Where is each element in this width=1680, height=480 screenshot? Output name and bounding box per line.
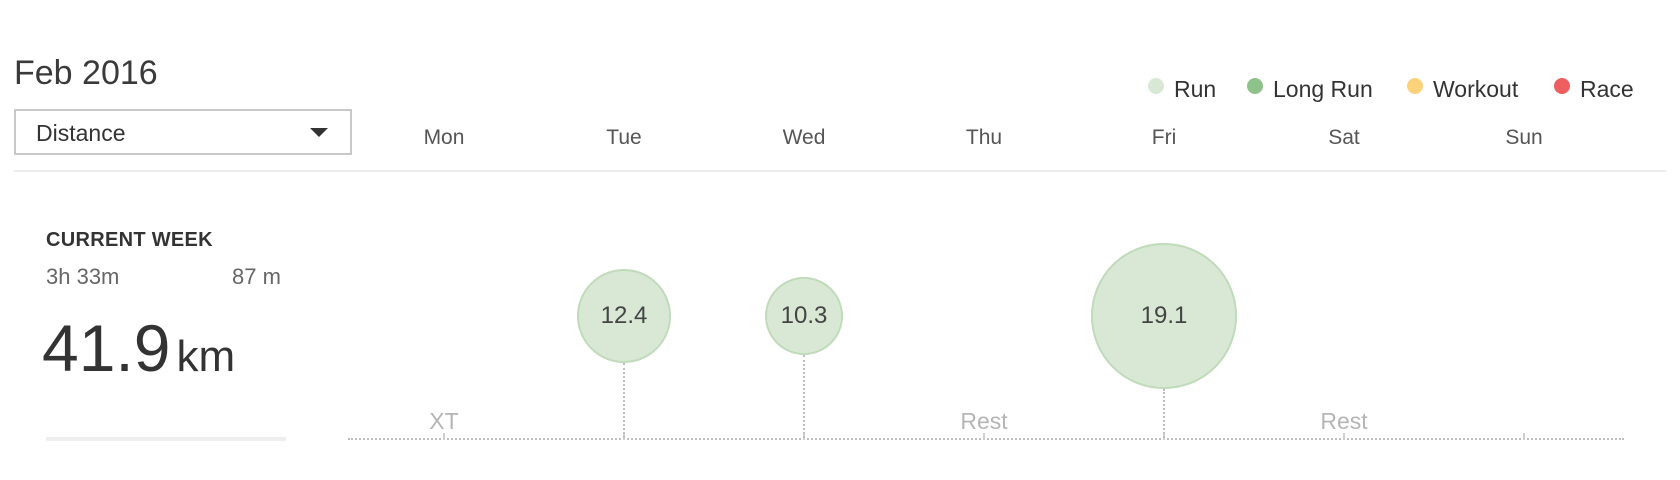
header-divider bbox=[14, 170, 1666, 172]
run-bubble-wed[interactable]: 10.3 bbox=[764, 276, 844, 356]
run-stem bbox=[803, 355, 805, 438]
day-label-mon: Mon bbox=[423, 126, 465, 149]
current-week-heading: CURRENT WEEK bbox=[46, 229, 213, 251]
day-label-fri: Fri bbox=[1151, 126, 1177, 149]
run-dot-icon bbox=[1148, 78, 1164, 94]
current-week-total-unit: km bbox=[176, 332, 236, 381]
metric-dropdown[interactable]: Distance bbox=[14, 109, 352, 155]
race-dot-icon bbox=[1554, 78, 1570, 94]
legend-label: Run bbox=[1174, 76, 1217, 102]
run-distance-label: 19.1 bbox=[1140, 301, 1188, 329]
chevron-down-icon bbox=[310, 128, 328, 137]
legend-label: Long Run bbox=[1273, 76, 1373, 102]
month-title: Feb 2016 bbox=[14, 54, 158, 92]
day-tick-thu bbox=[983, 433, 985, 440]
day-tick-sat bbox=[1343, 433, 1345, 440]
day-label-tue: Tue bbox=[606, 126, 642, 149]
day-tick-sun bbox=[1523, 433, 1525, 440]
metric-dropdown-value: Distance bbox=[36, 120, 126, 146]
day-note-mon: XT bbox=[429, 408, 459, 434]
day-note-sat: Rest bbox=[1320, 408, 1368, 434]
day-label-sun: Sun bbox=[1505, 126, 1543, 149]
workout-dot-icon bbox=[1407, 78, 1423, 94]
day-tick-mon bbox=[443, 433, 445, 440]
day-note-thu: Rest bbox=[960, 408, 1008, 434]
run-stem bbox=[623, 363, 625, 438]
run-distance-label: 12.4 bbox=[600, 301, 648, 329]
legend-label: Workout bbox=[1433, 76, 1519, 102]
week-progress-bar bbox=[46, 437, 286, 441]
week-baseline bbox=[348, 438, 1624, 440]
run-bubble-fri[interactable]: 19.1 bbox=[1091, 243, 1237, 389]
run-bubble-tue[interactable]: 12.4 bbox=[576, 268, 672, 364]
run-stem bbox=[1163, 388, 1165, 438]
day-label-wed: Wed bbox=[782, 126, 826, 149]
current-week-elevation: 87 m bbox=[232, 264, 281, 289]
run-distance-label: 10.3 bbox=[780, 301, 828, 329]
day-label-thu: Thu bbox=[965, 126, 1003, 149]
current-week-total-value: 41.9 bbox=[42, 311, 171, 385]
current-week-time: 3h 33m bbox=[46, 264, 120, 289]
day-label-sat: Sat bbox=[1328, 126, 1360, 149]
long-run-dot-icon bbox=[1247, 78, 1263, 94]
legend-label: Race bbox=[1580, 76, 1634, 102]
